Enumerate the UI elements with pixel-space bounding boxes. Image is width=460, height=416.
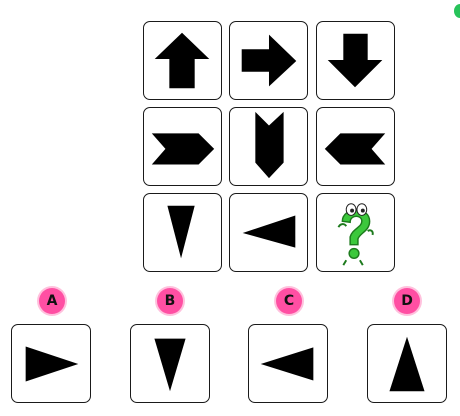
chevron-down-icon [255, 111, 284, 179]
grid-cell-r1c3 [316, 21, 395, 100]
triangle-left-icon [260, 347, 314, 381]
grid-cell-r3c3 [316, 193, 395, 272]
option-a-button[interactable] [11, 324, 91, 403]
option-b-button[interactable] [130, 324, 210, 403]
grid-cell-r2c2 [229, 107, 308, 186]
option-c-button[interactable] [248, 324, 328, 403]
option-b-badge[interactable]: B [157, 288, 183, 314]
status-dot [454, 4, 460, 18]
triangle-left-icon [242, 215, 296, 248]
option-d-button[interactable] [367, 324, 447, 403]
triangle-down-icon [167, 205, 195, 259]
grid-cell-r1c2 [229, 21, 308, 100]
arrow-down-icon [327, 33, 383, 88]
triangle-down-icon [154, 338, 186, 392]
option-c-badge[interactable]: C [276, 288, 302, 314]
option-d-badge[interactable]: D [394, 288, 420, 314]
grid-cell-r2c3 [316, 107, 395, 186]
question-mark-icon [337, 203, 374, 266]
grid-cell-r3c2 [229, 193, 308, 272]
grid-cell-r2c1 [143, 107, 222, 186]
arrow-right-icon [241, 34, 297, 87]
arrow-up-icon [154, 32, 210, 89]
grid-cell-r1c1 [143, 21, 222, 100]
option-a-badge[interactable]: A [39, 288, 65, 314]
triangle-right-icon [25, 346, 79, 382]
chevron-right-icon [151, 133, 215, 165]
chevron-left-icon [324, 133, 386, 165]
grid-cell-r3c1 [143, 193, 222, 272]
triangle-up-icon [389, 336, 425, 392]
